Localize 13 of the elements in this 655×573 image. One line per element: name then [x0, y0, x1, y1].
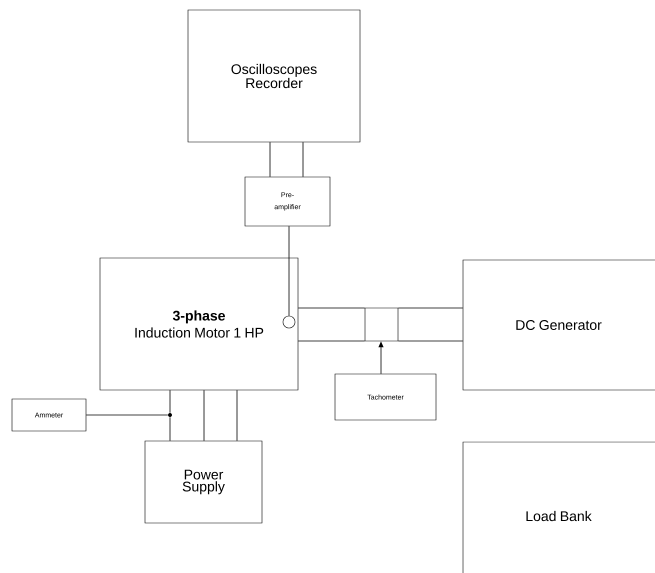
connector-line [298, 340, 366, 342]
power-supply-box: Power Supply [144, 440, 262, 524]
coupling-box [364, 308, 398, 342]
connector-line [288, 226, 290, 316]
sensor-circle [282, 316, 296, 328]
connector-line [302, 142, 304, 178]
load-bank-box: Load Bank [462, 442, 655, 573]
connector-line [86, 414, 168, 416]
generator-box: DC Generator [462, 260, 655, 390]
connector-line [236, 390, 238, 442]
recorder-box: Oscilloscopes Recorder [188, 10, 360, 142]
motor-box: 3-phase Induction Motor 1 HP [100, 258, 298, 390]
connector-line [398, 340, 464, 342]
